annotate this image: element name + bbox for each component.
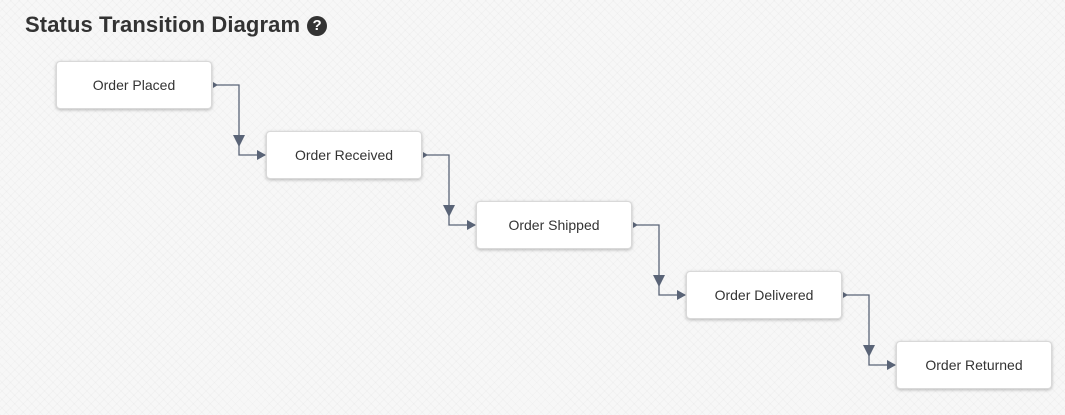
transition-connector [213, 82, 266, 160]
connector-line [217, 84, 265, 156]
connector-start-nub [213, 82, 218, 88]
status-node-label: Order Received [294, 147, 394, 163]
connector-down-arrow [653, 275, 665, 287]
status-node-label: Order Returned [925, 357, 1023, 373]
connector-end-arrow [257, 150, 266, 160]
connector-line [637, 224, 685, 296]
connector-line [847, 294, 895, 366]
page-title: Status Transition Diagram [25, 12, 301, 37]
connector-down-arrow [233, 135, 245, 147]
connector-end-arrow [677, 290, 686, 300]
connector-start-nub [633, 222, 638, 228]
connector-start-nub [423, 152, 428, 158]
status-node-label: Order Placed [92, 77, 176, 93]
question-circle-icon[interactable]: ? [307, 15, 328, 36]
status-node-order-placed[interactable]: Order Placed [56, 61, 212, 109]
status-node-label: Order Delivered [714, 287, 814, 303]
status-node-order-shipped[interactable]: Order Shipped [476, 201, 632, 249]
page-header: Status Transition Diagram ? [25, 12, 328, 38]
transition-connector [633, 222, 686, 300]
status-node-order-delivered[interactable]: Order Delivered [686, 271, 842, 319]
connector-end-arrow [887, 360, 896, 370]
status-node-label: Order Shipped [508, 217, 600, 233]
connector-down-arrow [443, 205, 455, 217]
connector-line [427, 154, 475, 226]
status-node-order-received[interactable]: Order Received [266, 131, 422, 179]
connector-down-arrow [863, 345, 875, 357]
transition-connector [843, 292, 896, 370]
connector-start-nub [843, 292, 848, 298]
status-node-order-returned[interactable]: Order Returned [896, 341, 1052, 389]
transition-connector [423, 152, 476, 230]
connector-end-arrow [467, 220, 476, 230]
